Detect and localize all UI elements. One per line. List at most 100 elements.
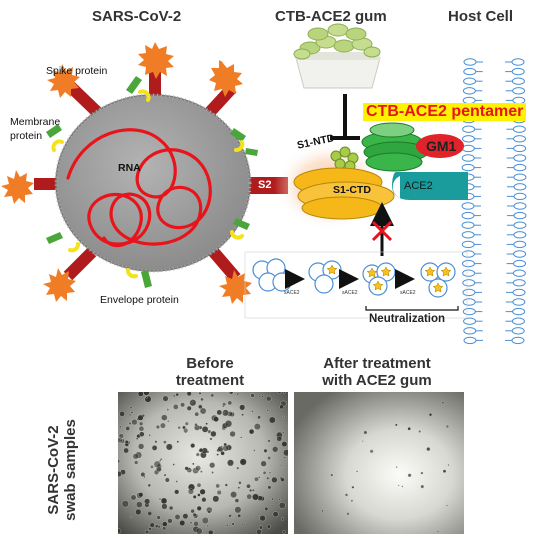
droplet	[154, 524, 159, 529]
lipid-head	[512, 279, 526, 287]
spike-protein	[205, 60, 243, 117]
droplet	[160, 497, 168, 505]
droplet	[190, 508, 195, 514]
droplet	[226, 524, 229, 527]
droplet	[119, 411, 125, 417]
droplet	[138, 492, 144, 498]
droplet	[394, 423, 398, 427]
droplet	[168, 505, 174, 511]
droplet	[211, 471, 214, 474]
droplet	[268, 416, 276, 424]
star	[440, 266, 452, 277]
lipid-head	[463, 58, 477, 66]
lipid-head	[513, 221, 527, 229]
lipid-head	[512, 307, 526, 316]
droplet	[176, 440, 180, 443]
droplet	[162, 395, 169, 402]
droplet	[356, 470, 359, 473]
neutralization-frame	[244, 251, 468, 319]
droplet	[180, 402, 186, 408]
droplet	[262, 471, 267, 475]
lipid-head	[511, 317, 525, 325]
lipid-head	[512, 87, 526, 95]
droplet	[407, 427, 411, 431]
droplet	[209, 437, 213, 441]
droplet	[162, 521, 168, 527]
lipid-head	[513, 183, 527, 191]
after-title-line2: with ACE2 gum	[322, 372, 432, 389]
lipid-head	[512, 288, 526, 297]
spike-protein	[43, 247, 97, 302]
lipid-head	[513, 211, 527, 220]
star	[380, 266, 392, 277]
droplet	[279, 463, 283, 467]
virus-cluster-bound-3	[420, 262, 456, 298]
droplet	[166, 408, 170, 411]
spike-proteins	[1, 42, 288, 304]
droplet	[209, 462, 216, 469]
droplet	[282, 415, 286, 419]
star	[326, 264, 338, 275]
droplet	[195, 527, 203, 534]
droplet	[280, 517, 285, 521]
droplet	[255, 528, 262, 534]
droplet	[267, 485, 272, 490]
droplet	[266, 476, 270, 480]
lipid-head	[461, 259, 475, 268]
droplet	[134, 460, 139, 465]
droplet	[280, 477, 285, 482]
droplet	[119, 438, 123, 442]
lipid-head	[513, 163, 527, 172]
gum-tablets	[293, 23, 381, 89]
droplet	[230, 491, 238, 499]
droplet	[167, 518, 173, 524]
droplet	[445, 424, 450, 429]
droplet	[194, 423, 198, 427]
droplet	[192, 512, 197, 517]
droplet	[198, 447, 204, 453]
droplet	[161, 503, 168, 510]
droplet	[172, 463, 175, 466]
droplet	[445, 504, 449, 507]
lipid-head	[463, 77, 477, 85]
droplet	[207, 529, 214, 534]
droplet	[143, 392, 150, 396]
droplet	[118, 528, 122, 534]
lipid-head	[513, 135, 527, 143]
droplet	[192, 468, 195, 472]
droplet	[145, 396, 148, 399]
label-s2: S2	[258, 179, 272, 191]
droplet	[361, 440, 364, 442]
droplet	[267, 456, 272, 460]
droplet	[156, 515, 161, 520]
droplet	[241, 413, 244, 417]
droplet	[279, 404, 284, 410]
droplet	[350, 499, 354, 503]
droplet	[220, 445, 223, 448]
droplet	[192, 494, 197, 499]
droplet	[346, 512, 350, 516]
label-s1-ctd: S1-CTD	[333, 184, 371, 196]
droplet	[196, 482, 202, 488]
droplet	[246, 493, 253, 500]
droplet	[118, 425, 122, 429]
droplet	[153, 460, 161, 468]
droplet	[198, 404, 203, 410]
droplet	[281, 441, 288, 448]
lipid-head	[463, 327, 477, 335]
droplet	[118, 470, 122, 478]
droplet	[184, 466, 189, 471]
droplet	[124, 440, 129, 444]
droplet	[397, 484, 400, 487]
lipid-head	[461, 211, 475, 220]
droplet	[246, 483, 251, 489]
droplet	[148, 527, 152, 531]
droplet	[138, 425, 145, 432]
lipid-head	[461, 135, 475, 143]
before-treatment-title: Before treatment	[150, 355, 270, 389]
lipid-head	[511, 336, 525, 345]
droplet	[344, 493, 349, 497]
droplets-before	[118, 392, 288, 534]
